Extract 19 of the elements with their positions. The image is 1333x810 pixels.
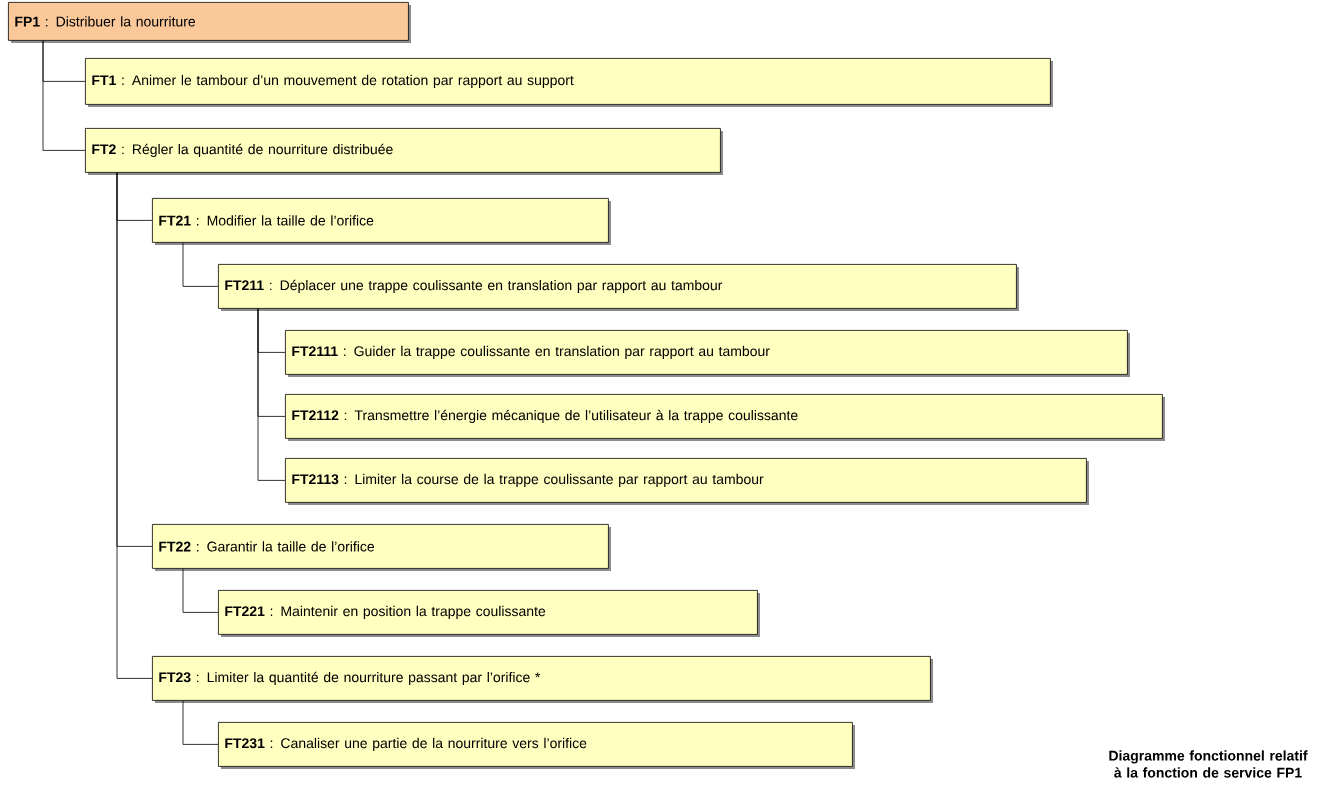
function-box: FT21 : Modifier la taille de l’orifice bbox=[152, 198, 611, 245]
connector-line bbox=[42, 40, 86, 151]
connector-line bbox=[182, 242, 219, 287]
function-box: FP1 : Distribuer la nourriture bbox=[8, 2, 411, 43]
function-box: FT23 : Limiter la quantité de nourriture passant par l’orifice * bbox=[152, 656, 933, 703]
connector-line bbox=[116, 172, 153, 679]
function-box: FT211 : Déplacer une trappe coulissante en translation par rapport au tambour bbox=[218, 264, 1019, 311]
function-box: FT2113 : Limiter la course de la trappe coulissante par rapport au tambour bbox=[285, 458, 1089, 505]
function-box: FT221 : Maintenir en position la trappe coulissante bbox=[218, 590, 760, 637]
caption: Diagramme fonctionnel relatif à la fonction de service FP1 bbox=[1109, 750, 1308, 778]
function-box: FT22 : Garantir la taille de l’orifice bbox=[152, 524, 611, 571]
function-box: FT1 : Animer le tambour d’un mouvement de rotation par rapport au support bbox=[85, 58, 1053, 107]
function-box: FT2 : Régler la quantité de nourriture distribuée bbox=[85, 128, 723, 175]
function-box: FT2111 : Guider la trappe coulissante en translation par rapport au tambour bbox=[285, 330, 1130, 377]
connector-line bbox=[257, 308, 286, 481]
connector-line bbox=[182, 700, 219, 745]
connector-line bbox=[182, 568, 219, 613]
function-box: FT2112 : Transmettre l’énergie mécanique de l’utilisateur à la trappe coulissante bbox=[285, 394, 1165, 441]
function-box: FT231 : Canaliser une partie de la nourriture vers l’orifice bbox=[218, 722, 855, 769]
